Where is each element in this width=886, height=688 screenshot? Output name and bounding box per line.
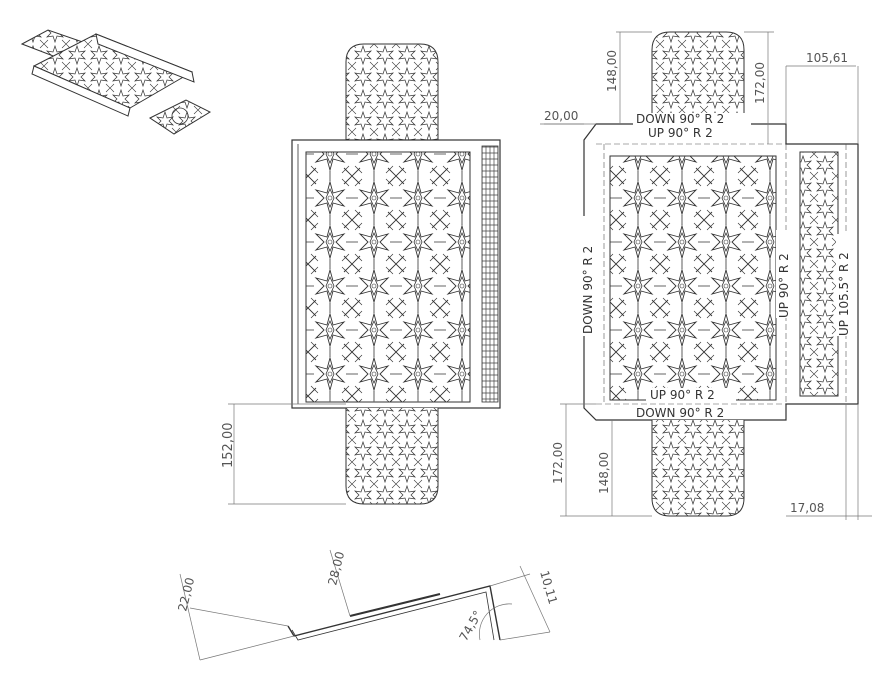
bend-note-top-up: UP 90° R 2 <box>648 126 713 140</box>
dim-top-tab: 148,00 <box>605 50 619 92</box>
dim-tab-length-text: 152,00 <box>221 423 236 469</box>
dim-side-offset: 17,08 <box>790 501 824 515</box>
bend-note-left-down: DOWN 90° R 2 <box>581 246 595 334</box>
iso-back-wall <box>95 33 195 83</box>
dim-bottom-tab-total: 172,00 <box>551 442 565 484</box>
side-dimensions: 22,00 28,00 10,11 74,5° <box>175 549 560 661</box>
side-view-profile <box>287 585 501 641</box>
flat-pattern-panel <box>609 155 777 401</box>
dim-mid-height: 28,00 <box>325 550 347 587</box>
side-view: 22,00 28,00 10,11 74,5° <box>175 549 560 661</box>
flat-pattern-view: DOWN 90° R 2 UP 90° R 2 DOWN 90° R 2 UP … <box>540 31 872 520</box>
dim-bend-offset: 20,00 <box>544 109 578 123</box>
bend-note-bottom-down: DOWN 90° R 2 <box>636 406 724 420</box>
isometric-view <box>20 29 212 135</box>
top-view: 152,00 <box>221 43 501 505</box>
dim-tab-length: 152,00 <box>221 403 346 505</box>
flat-lower-tab <box>651 420 745 517</box>
dim-angle: 74,5° <box>456 608 484 643</box>
top-view-pattern-panel <box>305 151 471 403</box>
bend-note-far-right-up: UP 105.5° R 2 <box>837 252 851 336</box>
flat-dimensions: 148,00 172,00 105,61 20,00 172,00 148,00 <box>540 31 872 520</box>
dim-side-width: 105,61 <box>806 51 848 65</box>
top-view-lower-tab <box>345 408 439 505</box>
flat-side-panel <box>799 151 839 397</box>
top-view-side-wall <box>481 145 499 403</box>
bend-note-right-up: UP 90° R 2 <box>777 253 791 318</box>
iso-front-lip <box>31 65 131 117</box>
flat-upper-tab <box>651 31 745 124</box>
dim-left-height: 22,00 <box>175 576 197 613</box>
dim-top-tab-total: 172,00 <box>753 62 767 104</box>
top-view-upper-tab <box>345 43 439 140</box>
dim-bottom-tab: 148,00 <box>597 452 611 494</box>
bend-note-top-down: DOWN 90° R 2 <box>636 112 724 126</box>
iso-right-tab <box>149 99 212 135</box>
dim-right-height: 10,11 <box>537 569 560 606</box>
bend-note-bottom-up: UP 90° R 2 <box>650 388 715 402</box>
